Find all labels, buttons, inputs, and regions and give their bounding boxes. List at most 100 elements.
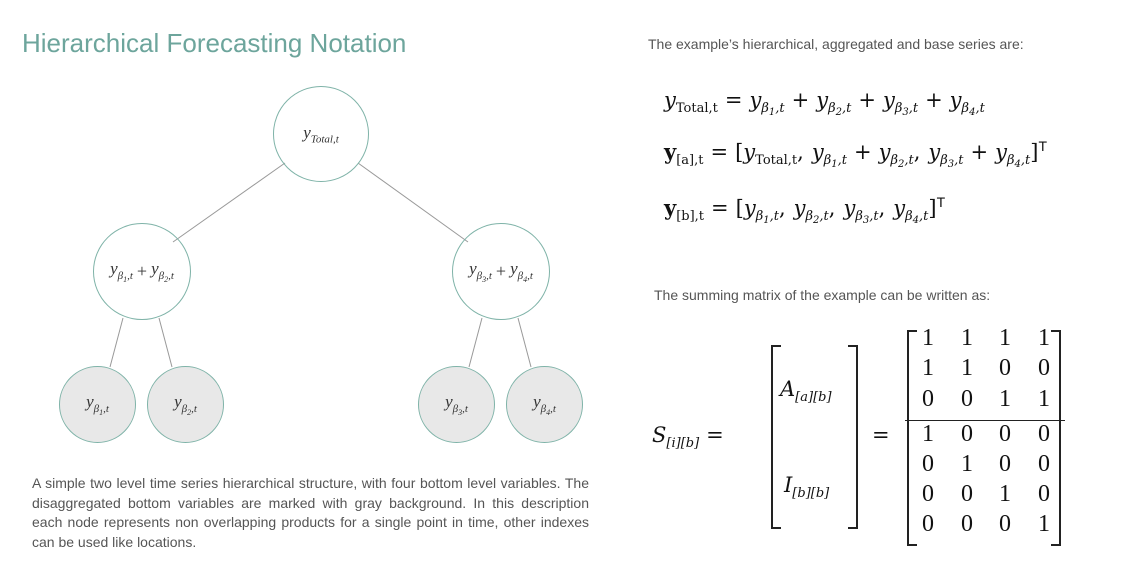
math-term: yβ1,t <box>110 259 133 284</box>
math-greek: β <box>117 269 124 282</box>
math-index: 3 <box>902 107 909 118</box>
operator: + <box>791 88 810 112</box>
matrix-cell: 1 <box>1038 386 1050 412</box>
math-subscript: [a][b] <box>795 390 832 405</box>
operator: + <box>495 261 507 281</box>
math-term: y[a],t <box>664 139 703 168</box>
matrix-bracket-right <box>1051 330 1061 546</box>
edge-root-right <box>357 162 469 243</box>
math-suffix: ,t <box>954 153 964 168</box>
comma: , <box>778 196 786 220</box>
matrix-cell: 0 <box>922 511 934 537</box>
math-index: 1 <box>768 107 776 118</box>
math-index: 1 <box>123 274 128 284</box>
bracket: [ <box>735 140 744 164</box>
math-base: y <box>928 140 941 164</box>
math-suffix: ,t <box>904 153 914 168</box>
math-term: yTotal,t <box>743 140 797 168</box>
math-subscript: β1,t <box>93 402 109 417</box>
math-index: 2 <box>835 107 842 118</box>
math-base: y <box>469 259 477 279</box>
equals-sign-2: = <box>872 423 890 447</box>
math-suffix: ,t <box>168 269 174 282</box>
operator: = <box>710 140 729 164</box>
math-term: yβ2,t <box>174 392 197 417</box>
bracket: [ <box>735 196 744 220</box>
comma: , <box>913 140 921 164</box>
math-subscript: Total,t <box>755 153 798 168</box>
matrix-cell: 1 <box>961 325 973 351</box>
equals-sign: = <box>706 423 724 447</box>
math-greek: β <box>961 101 970 116</box>
edge-left-leaf1 <box>109 317 124 368</box>
matrix-cell: 1 <box>1038 511 1050 537</box>
math-base: y <box>664 195 677 220</box>
tree-caption: A simple two level time series hierarchi… <box>32 475 589 550</box>
math-index: 1 <box>763 215 770 226</box>
math-greek: β <box>805 209 814 224</box>
math-base: y <box>811 140 824 164</box>
math-base: y <box>303 122 311 142</box>
edge-left-leaf2 <box>158 317 173 368</box>
math-greek: β <box>855 209 863 224</box>
math-term: yβ2,t <box>151 259 174 284</box>
math-index: 4 <box>1014 159 1021 170</box>
comma: , <box>878 196 886 220</box>
math-subscript: β2,t <box>159 269 174 284</box>
math-suffix: ,t <box>775 101 785 116</box>
math-subscript: β4,t <box>518 269 533 284</box>
math-base: y <box>816 88 829 112</box>
equation-total: yTotal,t=yβ1,t+yβ2,t+yβ3,t+yβ4,t <box>664 88 985 118</box>
math-suffix: ,t <box>527 269 533 282</box>
matrix-cell: 1 <box>961 355 973 381</box>
edge-right-leaf4 <box>517 317 532 368</box>
node-aggregate-right: yβ3,t+ y β4,t <box>452 223 550 320</box>
matrix-cell: 0 <box>1038 481 1050 507</box>
math-term: yβ3,t <box>445 392 468 417</box>
math-subscript: β4,t <box>540 402 556 417</box>
math-base: y <box>664 139 677 164</box>
math-subscript: β4,t <box>961 101 985 118</box>
node-leaf-4: yβ4,t <box>506 366 583 443</box>
matrix-cell: 1 <box>922 421 934 447</box>
slide-title: Hierarchical Forecasting Notation <box>22 28 407 58</box>
math-greek: β <box>93 402 100 415</box>
math-base: y <box>174 392 182 412</box>
math-base: y <box>878 140 891 164</box>
math-index: 1 <box>831 159 838 170</box>
math-term: yβ1,t <box>744 196 779 226</box>
matrix-cell: 0 <box>1038 451 1050 477</box>
math-subscript: [b],t <box>676 209 705 224</box>
math-base: y <box>949 88 962 112</box>
math-index: 2 <box>187 407 192 417</box>
math-base: y <box>749 88 762 112</box>
math-subscript: β2,t <box>890 153 914 170</box>
math-base: S <box>652 423 667 447</box>
matrix-cell: 1 <box>1038 325 1050 351</box>
math-subscript: [a],t <box>676 153 704 168</box>
operator: + <box>136 261 148 281</box>
math-greek: β <box>540 402 547 415</box>
math-term: yβ1,t <box>811 140 847 170</box>
math-index: 4 <box>546 407 551 417</box>
math-term: yβ4,t <box>893 196 928 226</box>
edge-root-left <box>172 162 286 243</box>
matrix-intro: The summing matrix of the example can be… <box>654 287 991 303</box>
series-intro: The example’s hierarchical, aggregated a… <box>648 36 1024 52</box>
math-subscript: β1,t <box>761 101 785 118</box>
math-subscript: [b][b] <box>792 486 830 501</box>
edge-right-leaf3 <box>468 317 483 368</box>
math-greek: β <box>1006 153 1015 168</box>
operator: + <box>853 140 872 164</box>
math-term: yβ3,t <box>469 259 492 284</box>
math-subscript: β1,t <box>756 209 779 226</box>
node-total: yTotal,t <box>273 86 369 182</box>
math-base: y <box>743 140 756 164</box>
math-term: yβ2,t <box>794 196 829 226</box>
math-subscript: β3,t <box>477 270 492 284</box>
math-suffix: ,t <box>837 153 847 168</box>
math-subscript: β3,t <box>855 209 878 226</box>
math-suffix: ,t <box>769 209 779 224</box>
math-index: 4 <box>912 215 920 226</box>
matrix-cell: 1 <box>922 325 934 351</box>
